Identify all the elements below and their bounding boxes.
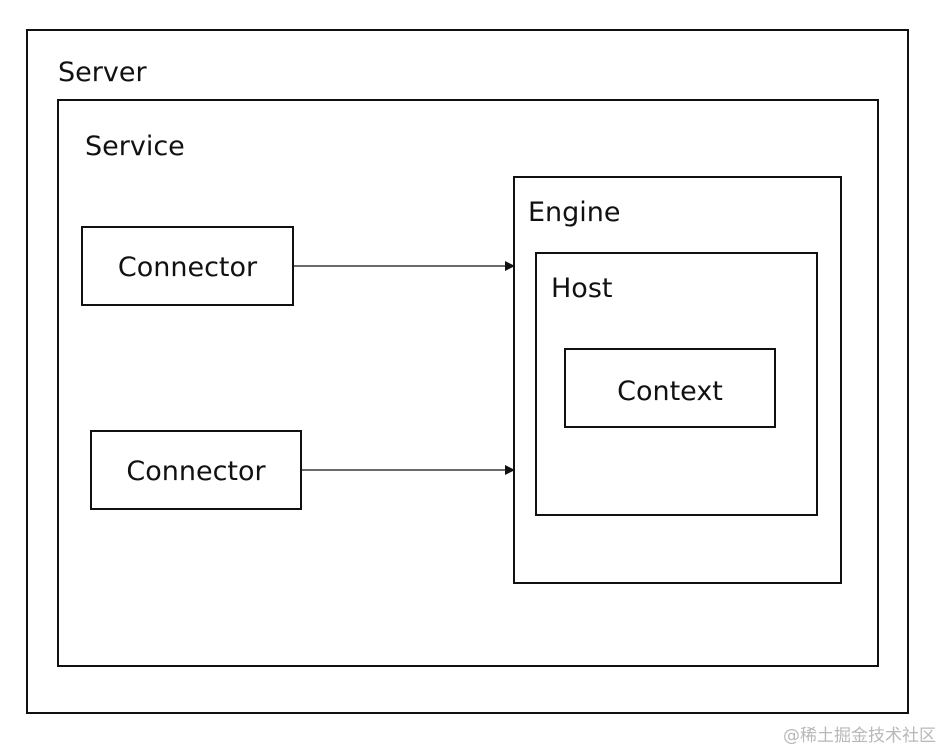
connector-label-1: Connector	[118, 252, 258, 283]
service-label: Service	[85, 131, 185, 162]
context-label: Context	[617, 376, 723, 407]
server-label: Server	[58, 57, 147, 88]
host-box: Host	[535, 252, 818, 516]
engine-box: Engine	[513, 176, 842, 584]
connector-box-1: Connector	[81, 226, 294, 306]
connector-box-2: Connector	[90, 430, 302, 510]
engine-label: Engine	[528, 197, 621, 228]
server-box: Server	[26, 29, 909, 714]
context-box: Context	[564, 348, 776, 428]
watermark: @稀土掘金技术社区	[783, 726, 936, 746]
connector-label-2: Connector	[126, 456, 266, 487]
host-label: Host	[551, 273, 612, 304]
service-box: Service	[57, 99, 879, 667]
